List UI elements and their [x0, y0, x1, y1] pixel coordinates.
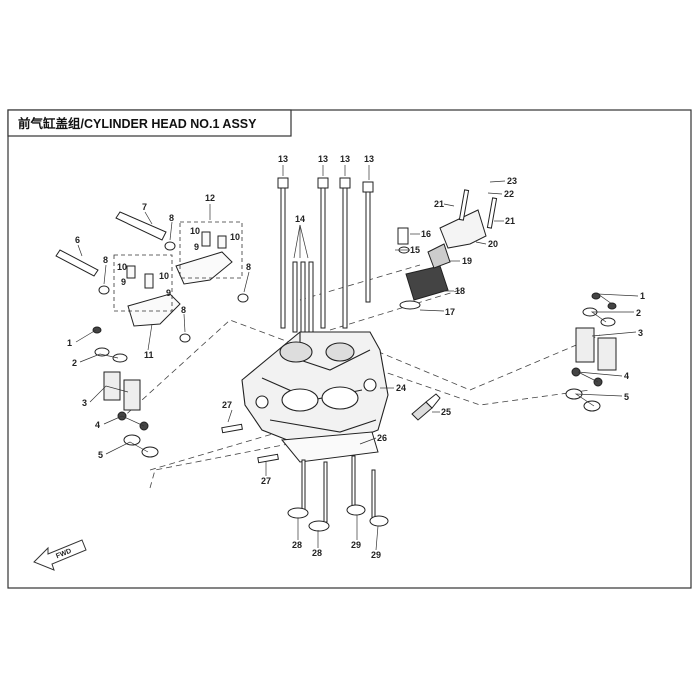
callout-15: 15	[410, 245, 420, 255]
callout-23: 23	[507, 176, 517, 186]
callout-8: 8	[103, 255, 108, 265]
callout-13: 13	[340, 154, 350, 164]
diagram-border	[7, 109, 692, 589]
callout-28: 28	[312, 548, 322, 558]
rocker-arms	[126, 231, 233, 327]
shaft-washers	[98, 241, 249, 343]
callout-19: 19	[462, 256, 472, 266]
callout-10: 10	[190, 226, 200, 236]
callout-29: 29	[351, 540, 361, 550]
callout-9: 9	[121, 277, 126, 287]
callout-9: 9	[194, 242, 199, 252]
callout-7: 7	[142, 202, 147, 212]
water-outlet-assembly	[397, 189, 498, 310]
callout-27: 27	[222, 400, 232, 410]
callout-25: 25	[441, 407, 451, 417]
callout-24: 24	[396, 383, 406, 393]
rocker-shafts	[55, 211, 167, 277]
callout-9: 9	[166, 288, 171, 298]
callout-28: 28	[292, 540, 302, 550]
callout-8: 8	[246, 262, 251, 272]
spark-plug	[411, 393, 441, 421]
callout-1: 1	[640, 291, 645, 301]
head-bolts	[277, 177, 374, 329]
callout-8: 8	[169, 213, 174, 223]
dowel-pins	[221, 423, 279, 464]
callout-8: 8	[181, 305, 186, 315]
callout-labels: 13 13 13 13 14 12 7 6 8 8 8 8 10 10 10 1…	[67, 154, 645, 560]
rocker-group-box-2	[113, 254, 173, 312]
studs	[292, 261, 314, 333]
diagram-title: 前气缸盖组/CYLINDER HEAD NO.1 ASSY	[18, 116, 257, 131]
rocker-group-box	[179, 221, 243, 279]
callout-22: 22	[504, 189, 514, 199]
valves	[287, 455, 389, 532]
callout-5: 5	[98, 450, 103, 460]
leader-lines	[75, 165, 639, 551]
callout-20: 20	[488, 239, 498, 249]
callout-26: 26	[377, 433, 387, 443]
left-valve-train	[92, 326, 159, 458]
callout-6: 6	[75, 235, 80, 245]
forward-arrow-icon: FWD	[33, 539, 87, 571]
callout-13: 13	[278, 154, 288, 164]
callout-10: 10	[230, 232, 240, 242]
callout-14: 14	[295, 214, 305, 224]
callout-2: 2	[636, 308, 641, 318]
callout-2: 2	[72, 358, 77, 368]
callout-18: 18	[455, 286, 465, 296]
callout-21: 21	[434, 199, 444, 209]
title-box	[7, 109, 292, 137]
callout-11: 11	[144, 350, 154, 360]
head-gasket	[281, 431, 379, 463]
callout-10: 10	[117, 262, 127, 272]
callout-29: 29	[371, 550, 381, 560]
callout-13: 13	[318, 154, 328, 164]
right-valve-train	[565, 292, 617, 412]
callout-16: 16	[421, 229, 431, 239]
callout-3: 3	[82, 398, 87, 408]
callout-21: 21	[505, 216, 515, 226]
callout-1: 1	[67, 338, 72, 348]
callout-4: 4	[95, 420, 100, 430]
callout-27: 27	[261, 476, 271, 486]
callout-5: 5	[624, 392, 629, 402]
callout-3: 3	[638, 328, 643, 338]
callout-12: 12	[205, 193, 215, 203]
cylinder-head-body	[241, 331, 389, 446]
callout-10: 10	[159, 271, 169, 281]
callout-17: 17	[445, 307, 455, 317]
callout-4: 4	[624, 371, 629, 381]
callout-13: 13	[364, 154, 374, 164]
